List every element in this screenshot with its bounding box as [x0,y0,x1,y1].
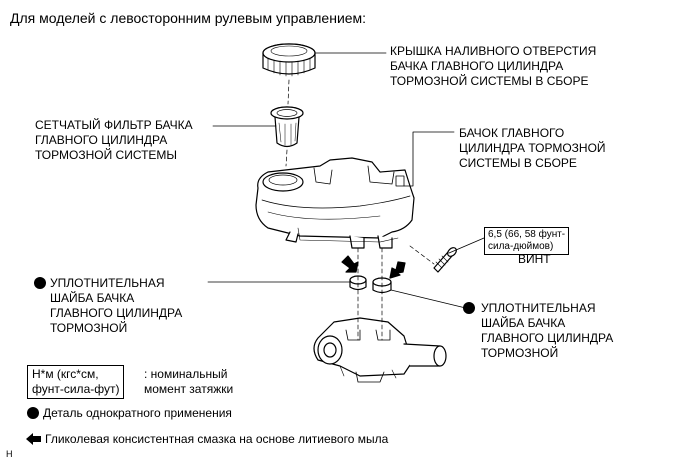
non-reusable-legend-text: Деталь однократного применения [43,406,232,420]
label-screw: ВИНТ [518,252,551,266]
strainer-illustration [270,106,304,148]
grease-legend-text: Гликолевая консистентная смазка на основ… [45,432,389,446]
page-heading: Для моделей с левосторонним рулевым упра… [10,10,367,26]
reservoir-cap-illustration [262,43,316,77]
master-cylinder-illustration [313,317,447,383]
label-reservoir-cap: КРЫШКА НАЛИВНОГО ОТВЕРСТИЯ БАЧКА ГЛАВНОГ… [390,44,597,88]
label-grommet-left: УПЛОТНИТЕЛЬНАЯ ШАЙБА БАЧКА ГЛАВНОГО ЦИЛИ… [50,276,183,335]
label-reservoir: БАЧОК ГЛАВНОГО ЦИЛИНДРА ТОРМОЗНОЙ СИСТЕМ… [459,126,606,170]
torque-legend-box: Н*м (кгс*см, фунт-сила-фут) [27,365,125,399]
grease-legend-arrow-icon [26,433,41,445]
non-reusable-dot-right [463,302,475,314]
assembly-lines [285,79,435,341]
leader-lines [207,52,485,311]
corner-mark: H [6,449,13,459]
non-reusable-legend-dot [27,407,39,419]
torque-legend-text: : номинальный момент затяжки [144,367,234,396]
screw-illustration [433,247,457,273]
label-strainer: СЕТЧАТЫЙ ФИЛЬТР БАЧКА ГЛАВНОГО ЦИЛИНДРА … [35,118,193,162]
reservoir-illustration [255,157,415,249]
label-grommet-right: УПЛОТНИТЕЛЬНАЯ ШАЙБА БАЧКА ГЛАВНОГО ЦИЛИ… [481,301,614,360]
torque-spec-box: 6,5 (66, 58 фунт- сила-дюймов) [484,227,570,255]
non-reusable-dot-left [34,277,46,289]
grommet-illustrations [349,275,392,294]
grease-arrows [341,255,406,279]
